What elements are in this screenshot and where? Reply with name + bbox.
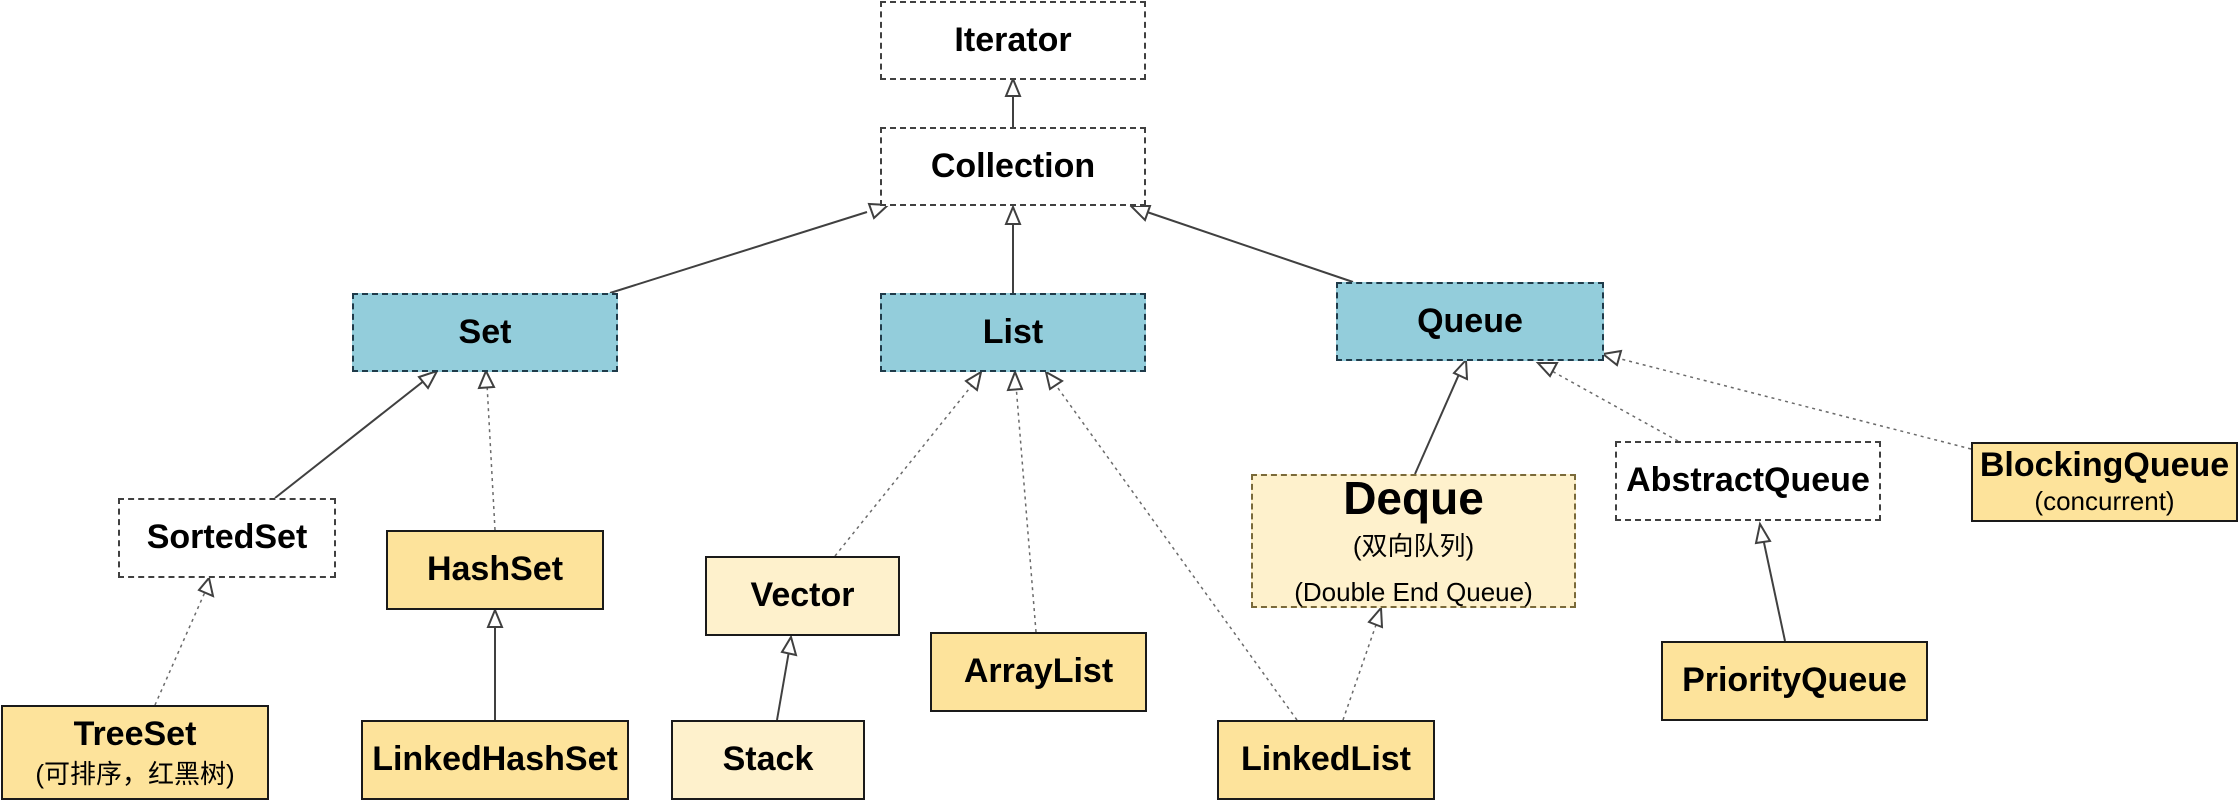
node-blockingqueue-sub: (concurrent): [2034, 486, 2175, 517]
node-priorityqueue-label: PriorityQueue: [1682, 661, 1907, 700]
node-deque: Deque (双向队列) (Double End Queue): [1251, 472, 1576, 608]
edge-vector-list: [834, 383, 974, 557]
node-iterator-label: Iterator: [954, 20, 1072, 59]
arrowhead-list-from-arraylist: [1006, 369, 1024, 392]
node-abstractqueue: AbstractQueue: [1615, 441, 1881, 521]
arrowhead-queue-from-blockingqueue: [1600, 349, 1623, 367]
node-list-label: List: [982, 312, 1044, 351]
node-collection: Collection: [880, 127, 1146, 206]
edge-set-collection: [609, 211, 868, 294]
edge-sortedset-set: [274, 379, 426, 499]
arrowhead-queue-from-abstractqueue: [1535, 362, 1559, 378]
arrowhead-set-from-hashset: [477, 368, 496, 390]
node-treeset-label: TreeSet: [73, 714, 197, 753]
node-hashset: HashSet: [386, 530, 604, 610]
arrowhead-deque: [1367, 605, 1384, 629]
edge-treeset-sortedset: [154, 591, 206, 706]
edge-stack-vector: [776, 650, 790, 721]
node-queue: Queue: [1336, 282, 1604, 361]
arrowhead-list-from-vector: [964, 369, 983, 392]
arrowhead-list-from-linkedlist: [1044, 370, 1064, 391]
edge-queue-collection: [1146, 211, 1354, 283]
arrowhead-hashset: [486, 607, 504, 628]
edge-arraylist-list: [1015, 384, 1037, 633]
node-sortedset-label: SortedSet: [146, 518, 308, 557]
node-treeset: TreeSet (可排序，红黑树): [1, 705, 269, 800]
node-treeset-sub: (可排序，红黑树): [35, 758, 235, 789]
node-deque-sub-en: (Double End Queue): [1294, 577, 1533, 608]
node-blockingqueue-label: BlockingQueue: [1979, 446, 2230, 485]
edge-linkedlist-list: [1054, 383, 1298, 721]
node-stack: Stack: [671, 720, 865, 800]
node-collection-label: Collection: [930, 146, 1096, 185]
node-stack-label: Stack: [722, 740, 814, 779]
arrowhead-vector: [780, 634, 798, 657]
arrowhead-sortedset: [197, 575, 215, 598]
node-linkedhashset: LinkedHashSet: [361, 720, 629, 800]
node-vector-label: Vector: [750, 576, 855, 615]
node-iterator: Iterator: [880, 1, 1146, 80]
arrowhead-collection-from-list: [1004, 204, 1022, 225]
arrowhead-collection-from-queue: [1128, 205, 1152, 222]
arrowhead-iterator: [1004, 76, 1022, 97]
node-linkedhashset-label: LinkedHashSet: [372, 740, 618, 779]
arrowhead-queue-from-deque: [1452, 357, 1469, 381]
node-linkedlist-label: LinkedList: [1240, 740, 1412, 779]
edge-blockingqueue-queue: [1616, 357, 1972, 450]
node-blockingqueue: BlockingQueue (concurrent): [1971, 442, 2238, 522]
node-linkedlist: LinkedList: [1217, 720, 1435, 800]
node-deque-label: Deque: [1343, 472, 1484, 525]
node-queue-label: Queue: [1417, 301, 1523, 340]
node-set-label: Set: [458, 312, 512, 351]
node-vector: Vector: [705, 556, 900, 636]
node-abstractqueue-label: AbstractQueue: [1626, 461, 1870, 500]
node-priorityqueue: PriorityQueue: [1661, 641, 1928, 721]
node-arraylist: ArrayList: [930, 632, 1147, 712]
edge-priorityqueue-abstractqueue: [1762, 537, 1786, 642]
node-arraylist-label: ArrayList: [963, 652, 1114, 691]
arrowhead-collection-from-set: [867, 202, 891, 220]
node-deque-sub-cn: (双向队列): [1352, 530, 1475, 561]
edge-hashset-set: [486, 383, 496, 531]
node-hashset-label: HashSet: [426, 550, 564, 589]
edge-linkedlist-deque: [1342, 621, 1378, 721]
node-sortedset: SortedSet: [118, 498, 336, 578]
arrowhead-set-from-sortedset: [417, 369, 440, 390]
node-list: List: [880, 293, 1146, 372]
edge-abstractqueue-queue: [1549, 369, 1679, 442]
arrowhead-abstractqueue: [1754, 521, 1772, 545]
edge-deque-queue: [1414, 371, 1461, 475]
node-set: Set: [352, 293, 618, 372]
